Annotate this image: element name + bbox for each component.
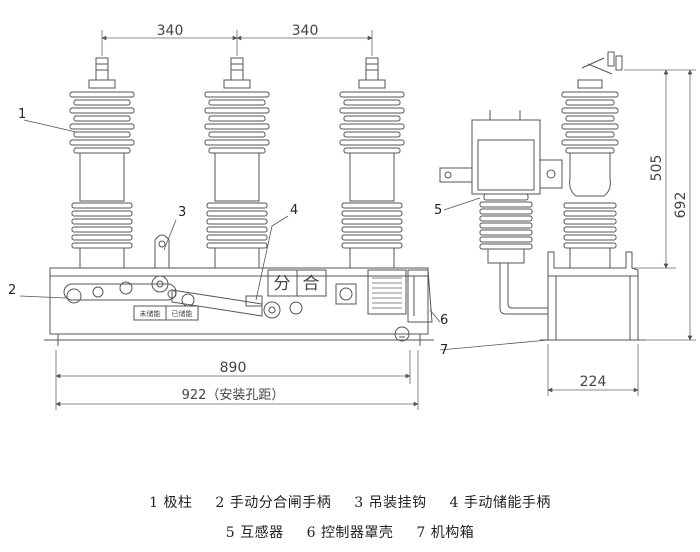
pole-2 xyxy=(204,57,270,269)
legend-item-6: 6 控制器罩壳 xyxy=(306,525,394,541)
pole-1 xyxy=(69,57,135,269)
mechanism-frame xyxy=(49,267,429,335)
legend-item-3: 3 吊装挂钩 xyxy=(354,495,427,511)
callout-5: 5 xyxy=(434,203,442,218)
open-close-handle xyxy=(63,275,177,304)
transformer xyxy=(471,119,541,195)
legend-row-1: 1 极柱 2 手动分合闸手柄 3 吊装挂钩 4 手动储能手柄 xyxy=(0,492,700,512)
dim-frame-width: 890 xyxy=(220,360,247,376)
callout-4: 4 xyxy=(290,203,298,218)
front-view xyxy=(44,57,434,346)
legend-item-4: 4 手动储能手柄 xyxy=(449,495,551,511)
legend-item-7: 7 机构箱 xyxy=(416,525,475,541)
front-dimensions xyxy=(55,30,419,410)
controller-cover xyxy=(407,269,433,323)
dim-pole-pitch-left: 340 xyxy=(157,23,184,39)
dim-height-total: 692 xyxy=(673,192,689,219)
dim-height-upper: 505 xyxy=(649,155,665,182)
energy-storage-handle xyxy=(167,289,303,319)
side-dimensions xyxy=(547,69,696,396)
dim-mount-hole-distance: 922（安装孔距） xyxy=(182,388,285,403)
callout-3: 3 xyxy=(178,205,186,220)
nameplate xyxy=(367,269,407,315)
dim-cabinet-width: 224 xyxy=(580,374,607,390)
callout-1: 1 xyxy=(18,107,26,122)
ground-symbol xyxy=(394,326,410,342)
callout-6: 6 xyxy=(440,313,448,328)
dim-pole-pitch-right: 340 xyxy=(292,23,319,39)
side-pole xyxy=(561,51,623,269)
callout-7: 7 xyxy=(440,343,448,358)
mechanism-box xyxy=(540,251,646,341)
callout-leaders xyxy=(19,119,549,351)
charge-not-ready-label: 未储能 xyxy=(140,309,161,318)
pole-3 xyxy=(339,57,405,269)
callout-2: 2 xyxy=(8,283,16,298)
switch-label-open: 分 xyxy=(274,274,291,294)
legend-row-2: 5 互感器 6 控制器罩壳 7 机构箱 xyxy=(0,522,700,542)
technical-drawing: 分 合 未储能 已储能 340 340 890 922（安装孔距） xyxy=(8,23,696,410)
charge-ready-label: 已储能 xyxy=(172,309,193,318)
lifting-hook xyxy=(154,234,170,268)
switch-label-close: 合 xyxy=(303,274,320,294)
legend-item-2: 2 手动分合闸手柄 xyxy=(215,495,332,511)
legend-item-1: 1 极柱 xyxy=(149,495,193,511)
legend-item-5: 5 互感器 xyxy=(225,525,284,541)
side-view xyxy=(439,51,646,341)
